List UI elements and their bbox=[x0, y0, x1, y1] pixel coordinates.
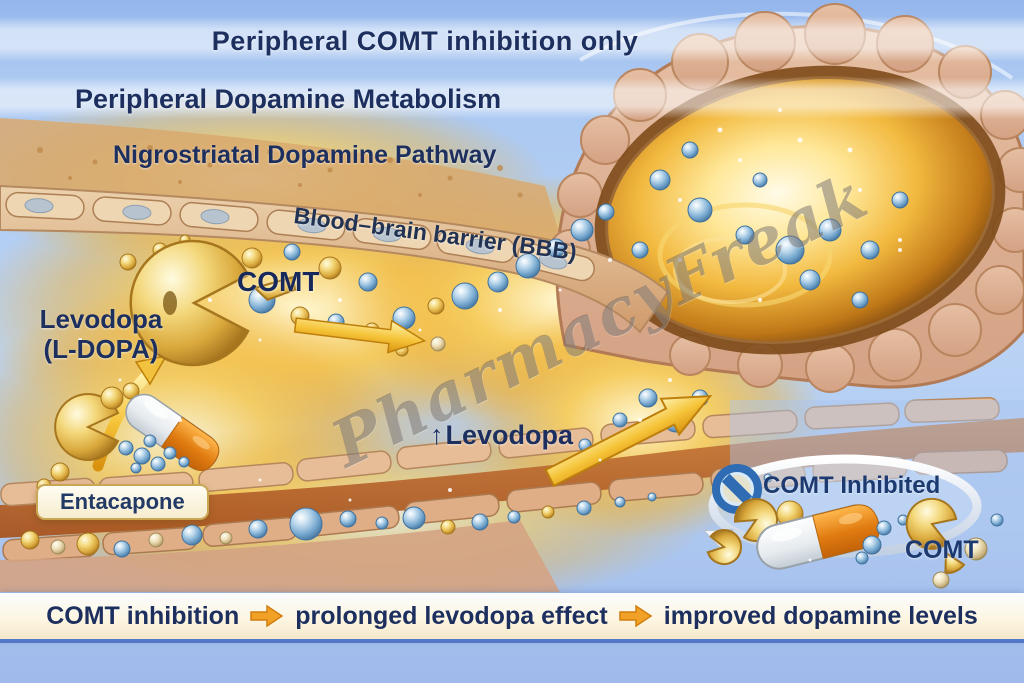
entacapone-molecules bbox=[118, 434, 190, 474]
banner-step-improved-dopamine: improved dopamine levels bbox=[663, 601, 978, 630]
comt-enzyme-pacman bbox=[129, 239, 297, 367]
label-increased-levodopa-text: Levodopa bbox=[445, 420, 574, 450]
label-entacapone: Entacapone bbox=[36, 484, 209, 520]
comt-bite-fragment bbox=[253, 275, 297, 302]
peripheral-tissue bbox=[0, 118, 565, 252]
capsule-icon bbox=[756, 504, 880, 570]
heading-nigrostriatal-pathway: Nigrostriatal Dopamine Pathway bbox=[113, 141, 497, 169]
label-increased-levodopa: ↑Levodopa bbox=[430, 420, 573, 451]
heading-peripheral-metabolism: Peripheral Dopamine Metabolism bbox=[75, 84, 502, 114]
banner-step-comt-inhibition: COMT inhibition bbox=[46, 601, 240, 630]
label-comt-inhibited-enzyme: COMT bbox=[905, 536, 979, 564]
sparkles bbox=[78, 137, 902, 562]
label-levodopa-line1: Levodopa bbox=[39, 304, 163, 334]
flow-arrow-icon bbox=[250, 604, 284, 628]
page-title: Peripheral COMT inhibition only bbox=[211, 26, 639, 56]
upper-vessel-bbb bbox=[0, 184, 670, 334]
banner-step-prolonged-effect: prolonged levodopa effect bbox=[295, 601, 608, 630]
endothelial-cells bbox=[5, 191, 595, 282]
inhibited-comt-coin bbox=[706, 529, 742, 565]
no-entry-icon bbox=[712, 464, 762, 514]
brain-dopamine-spheres bbox=[631, 141, 909, 309]
label-levodopa: Levodopa (L-DOPA) bbox=[18, 304, 184, 365]
comt-inhibited-scene bbox=[702, 454, 1004, 589]
label-levodopa-line2: (L-DOPA) bbox=[43, 333, 159, 364]
label-comt-inhibited: COMT Inhibited bbox=[763, 472, 941, 499]
dopamine-spheres-vessel bbox=[20, 492, 657, 558]
label-comt-enzyme: COMT bbox=[237, 266, 320, 297]
flow-arrow-bbb-cross bbox=[544, 395, 713, 488]
brain-illustration bbox=[549, 3, 1024, 393]
flow-arrow-upper bbox=[293, 317, 427, 354]
subtitle-band bbox=[0, 77, 1024, 119]
entacapone-capsule-icon bbox=[125, 393, 220, 471]
dopamine-trail bbox=[763, 473, 936, 565]
summary-banner: COMT inhibition prolonged levodopa effec… bbox=[0, 593, 1024, 643]
up-arrow-icon: ↑ bbox=[430, 420, 444, 450]
entacapone-scene bbox=[36, 382, 220, 499]
title-band bbox=[0, 16, 1024, 62]
blocked-comt-pacman bbox=[905, 497, 958, 550]
flow-arrow-icon bbox=[619, 604, 653, 628]
